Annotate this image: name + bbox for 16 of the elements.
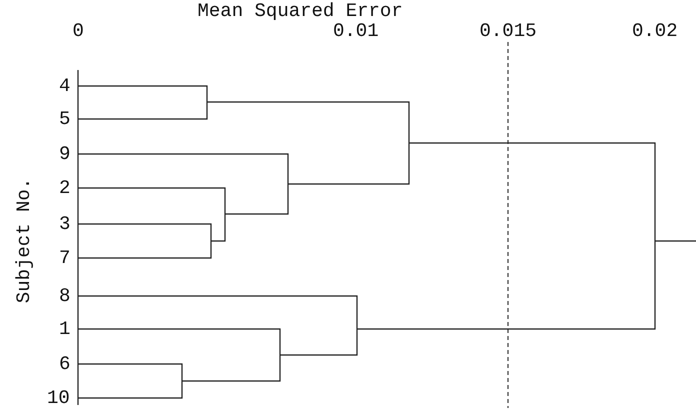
tick-label: 0.015 xyxy=(480,22,537,41)
leaf-label: 7 xyxy=(59,249,70,268)
leaf-label: 1 xyxy=(59,320,70,339)
leaf-label: 8 xyxy=(59,287,70,306)
leaf-label: 10 xyxy=(47,389,70,408)
leaf-label: 4 xyxy=(59,77,70,96)
axis-title: Mean Squared Error xyxy=(198,2,403,21)
leaf-label: 2 xyxy=(59,179,70,198)
tick-label: 0.02 xyxy=(632,22,678,41)
leaf-label: 6 xyxy=(59,355,70,374)
leaf-label: 5 xyxy=(59,110,70,129)
axis-title: Subject No. xyxy=(14,177,34,303)
tick-label: 0 xyxy=(72,22,84,41)
tick-label: 0.01 xyxy=(333,22,379,41)
leaf-label: 9 xyxy=(59,145,70,164)
leaf-label: 3 xyxy=(59,215,70,234)
